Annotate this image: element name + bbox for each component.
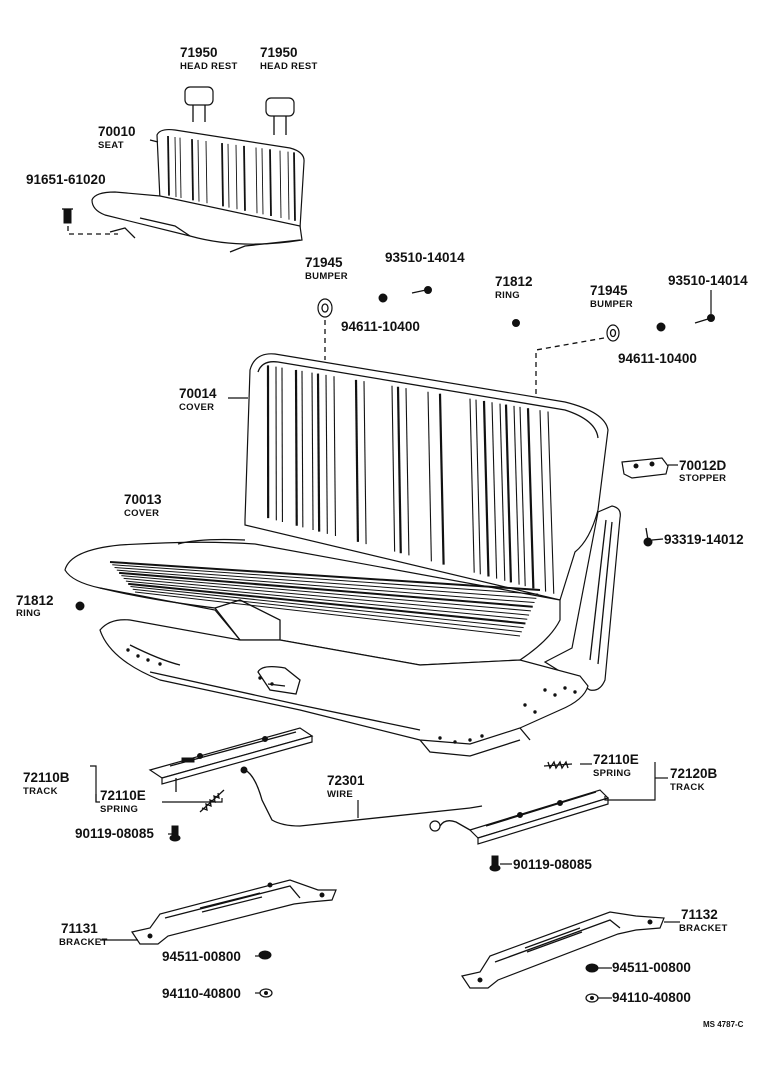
- callout-c15-number: 93319-14012: [664, 532, 744, 547]
- texture-dot: [481, 735, 483, 737]
- callout-c17-name: TRACK: [23, 786, 58, 797]
- callout-c7-number: 71812: [495, 274, 533, 289]
- callout-c1-name: HEAD REST: [180, 61, 238, 72]
- callout-c29-number: 94110-40800: [612, 990, 691, 1005]
- ring-71812-top-drawing: [513, 320, 520, 327]
- headrest-left-drawing: [185, 87, 213, 122]
- callout-c6-number: 93510-14014: [385, 250, 465, 265]
- headrest-right-drawing: [266, 98, 294, 135]
- texture-dot: [454, 741, 456, 743]
- washer-94110-left-drawing: [260, 989, 272, 997]
- texture-dot: [137, 655, 139, 657]
- seat-overview-drawing: [62, 87, 304, 252]
- texture-dot: [259, 677, 261, 679]
- screw-93319-drawing: [644, 528, 652, 546]
- upholstery-stripe: [318, 374, 319, 532]
- drawing-code: MS 4787-C: [703, 1020, 744, 1029]
- callout-c2-name: HEAD REST: [260, 61, 318, 72]
- upholstery-stripe: [244, 146, 245, 211]
- callout-c25-number: 71132: [681, 907, 718, 922]
- callout-c12-number: 70014: [179, 386, 217, 401]
- track-72110b-drawing: [150, 728, 312, 792]
- callout-c4-number: 91651-61020: [26, 172, 106, 187]
- stopper-70012d-drawing: [622, 458, 668, 478]
- callout-c5-number: 71945: [305, 255, 343, 270]
- bolt-90119-right-drawing: [490, 856, 500, 871]
- screw-93510-left-drawing: [412, 287, 432, 294]
- texture-dot: [534, 711, 536, 713]
- bracket-71131-drawing: [132, 880, 336, 944]
- callout-c13-number: 70012D: [679, 458, 727, 473]
- nut-94611-right-drawing: [657, 323, 665, 331]
- callout-c20-name: SPRING: [593, 768, 631, 779]
- callout-c9-number: 93510-14014: [668, 273, 748, 288]
- bracket-71132-drawing: [462, 912, 664, 988]
- nut-94511-left-drawing: [259, 951, 271, 959]
- callout-c28-number: 94110-40800: [162, 986, 241, 1001]
- callout-c21-number: 72120B: [670, 766, 718, 781]
- track-72120b-drawing: [430, 790, 608, 844]
- callout-c14-name: COVER: [124, 508, 159, 519]
- callout-c19-number: 72301: [327, 773, 365, 788]
- callout-c2-number: 71950: [260, 45, 298, 60]
- spring-72110e-right-drawing: [544, 762, 572, 768]
- washer-94110-right-drawing: [586, 994, 598, 1002]
- texture-dot: [469, 739, 471, 741]
- texture-dot: [524, 704, 526, 706]
- texture-dot: [554, 694, 556, 696]
- callout-c16-name: RING: [16, 608, 41, 619]
- texture-dot: [439, 737, 441, 739]
- bumper-right-drawing: [607, 325, 619, 341]
- callout-c19-name: WIRE: [327, 789, 353, 800]
- callout-c23-number: 90119-08085: [513, 857, 592, 872]
- callout-c21-name: TRACK: [670, 782, 705, 793]
- upholstery-stripe: [294, 152, 295, 220]
- upholstery-stripe: [192, 139, 193, 200]
- ring-71812-left-drawing: [76, 602, 84, 610]
- callout-c8-number: 71945: [590, 283, 628, 298]
- callout-c24-number: 71131: [61, 921, 98, 936]
- callout-c17-number: 72110B: [23, 770, 70, 785]
- screw-93510-right-drawing: [695, 290, 715, 323]
- upholstery-stripe: [296, 370, 297, 526]
- callout-c27-number: 94511-00800: [612, 960, 691, 975]
- callout-c10-number: 94611-10400: [341, 319, 420, 334]
- callout-c22-number: 90119-08085: [75, 826, 154, 841]
- nut-94511-right-drawing: [586, 964, 598, 972]
- callout-c18-number: 72110E: [100, 788, 146, 803]
- callout-c7-name: RING: [495, 290, 520, 301]
- texture-dot: [159, 663, 161, 665]
- texture-dot: [544, 689, 546, 691]
- callout-c8-name: BUMPER: [590, 299, 633, 310]
- callout-c11-number: 94611-10400: [618, 351, 697, 366]
- callout-c14-number: 70013: [124, 492, 162, 507]
- callout-c12-name: COVER: [179, 402, 214, 413]
- texture-dot: [574, 691, 576, 693]
- nut-94611-left-drawing: [379, 294, 387, 302]
- texture-dot: [564, 687, 566, 689]
- spring-72110e-left-drawing: [200, 790, 224, 812]
- callout-c13-name: STOPPER: [679, 473, 726, 484]
- texture-dot: [127, 649, 129, 651]
- callout-c25-name: BRACKET: [679, 923, 728, 934]
- callout-c20-number: 72110E: [593, 752, 639, 767]
- upholstery-stripe: [168, 136, 169, 196]
- callout-c18-name: SPRING: [100, 804, 138, 815]
- callout-c16-number: 71812: [16, 593, 54, 608]
- callout-c5-name: BUMPER: [305, 271, 348, 282]
- callout-c3-number: 70010: [98, 124, 136, 139]
- callout-c24-name: BRACKET: [59, 937, 108, 948]
- callout-c26-number: 94511-00800: [162, 949, 241, 964]
- bumper-left-drawing: [318, 299, 332, 317]
- callout-c1-number: 71950: [180, 45, 218, 60]
- bolt-91651-drawing: [62, 209, 73, 223]
- upholstery-stripe: [222, 143, 223, 206]
- upholstery-stripe: [270, 149, 271, 216]
- callout-c3-name: SEAT: [98, 140, 124, 151]
- texture-dot: [271, 683, 273, 685]
- texture-dot: [147, 659, 149, 661]
